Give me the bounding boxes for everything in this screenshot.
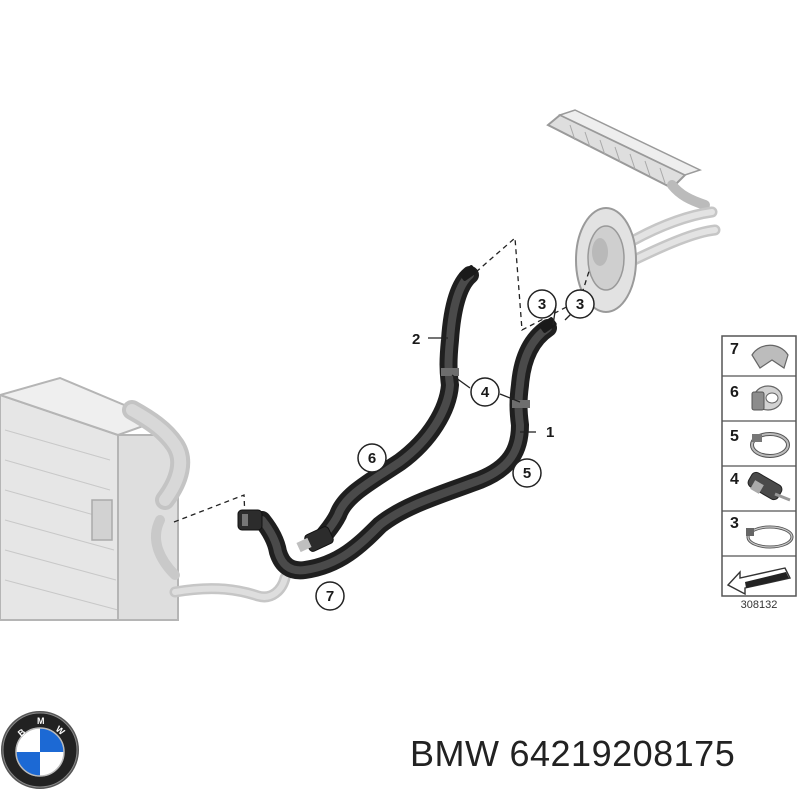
callout-4: 4 — [470, 377, 500, 407]
svg-text:7: 7 — [326, 588, 334, 605]
coupling-right — [296, 526, 334, 553]
callout-1: 1 — [546, 424, 554, 441]
hose-part-2 — [313, 265, 479, 547]
parts-legend: 7 6 5 4 — [721, 335, 797, 597]
svg-text:2: 2 — [412, 331, 420, 348]
hose-clamp-icon — [746, 525, 794, 549]
quick-coupling-icon — [747, 471, 791, 502]
svg-text:4: 4 — [481, 384, 490, 401]
callout-3b: 3 — [565, 289, 595, 319]
svg-text:3: 3 — [538, 296, 546, 313]
radiator-ghost — [0, 376, 180, 621]
hose-part-1 — [253, 317, 557, 580]
svg-text:M: M — [37, 716, 45, 726]
legend-row-4: 4 — [730, 471, 791, 502]
svg-text:5: 5 — [730, 428, 739, 445]
legend-row-5: 5 — [730, 428, 790, 458]
svg-text:4: 4 — [730, 471, 739, 488]
clamp-bracket-icon — [751, 344, 789, 369]
legend-row-3: 3 — [730, 515, 794, 549]
bmw-logo: B M W — [1, 711, 79, 789]
callout-5: 5 — [512, 458, 542, 488]
diagram-id: 308132 — [741, 599, 778, 611]
svg-text:6: 6 — [730, 384, 739, 401]
callout-7: 7 — [315, 581, 345, 611]
svg-text:B: B — [16, 726, 28, 738]
hose-clip-icon — [751, 385, 783, 411]
brand-name: BMW — [410, 733, 500, 774]
callout-3a: 3 — [527, 289, 557, 319]
svg-text:5: 5 — [523, 465, 531, 482]
callout-6: 6 — [357, 443, 387, 473]
svg-text:3: 3 — [730, 515, 739, 532]
coupling-left — [237, 509, 263, 531]
svg-text:6: 6 — [368, 450, 376, 467]
legend-arrow-row — [726, 567, 792, 596]
legend-row-7: 7 — [730, 341, 789, 369]
svg-text:3: 3 — [576, 296, 584, 313]
legend-row-6: 6 — [730, 384, 783, 411]
spring-band-clamp-icon — [750, 432, 790, 458]
callout-2: 2 — [412, 331, 420, 348]
part-number: 64219208175 — [509, 733, 736, 774]
svg-text:7: 7 — [730, 341, 739, 358]
heater-core-ghost — [546, 109, 721, 313]
svg-text:1: 1 — [546, 424, 554, 441]
